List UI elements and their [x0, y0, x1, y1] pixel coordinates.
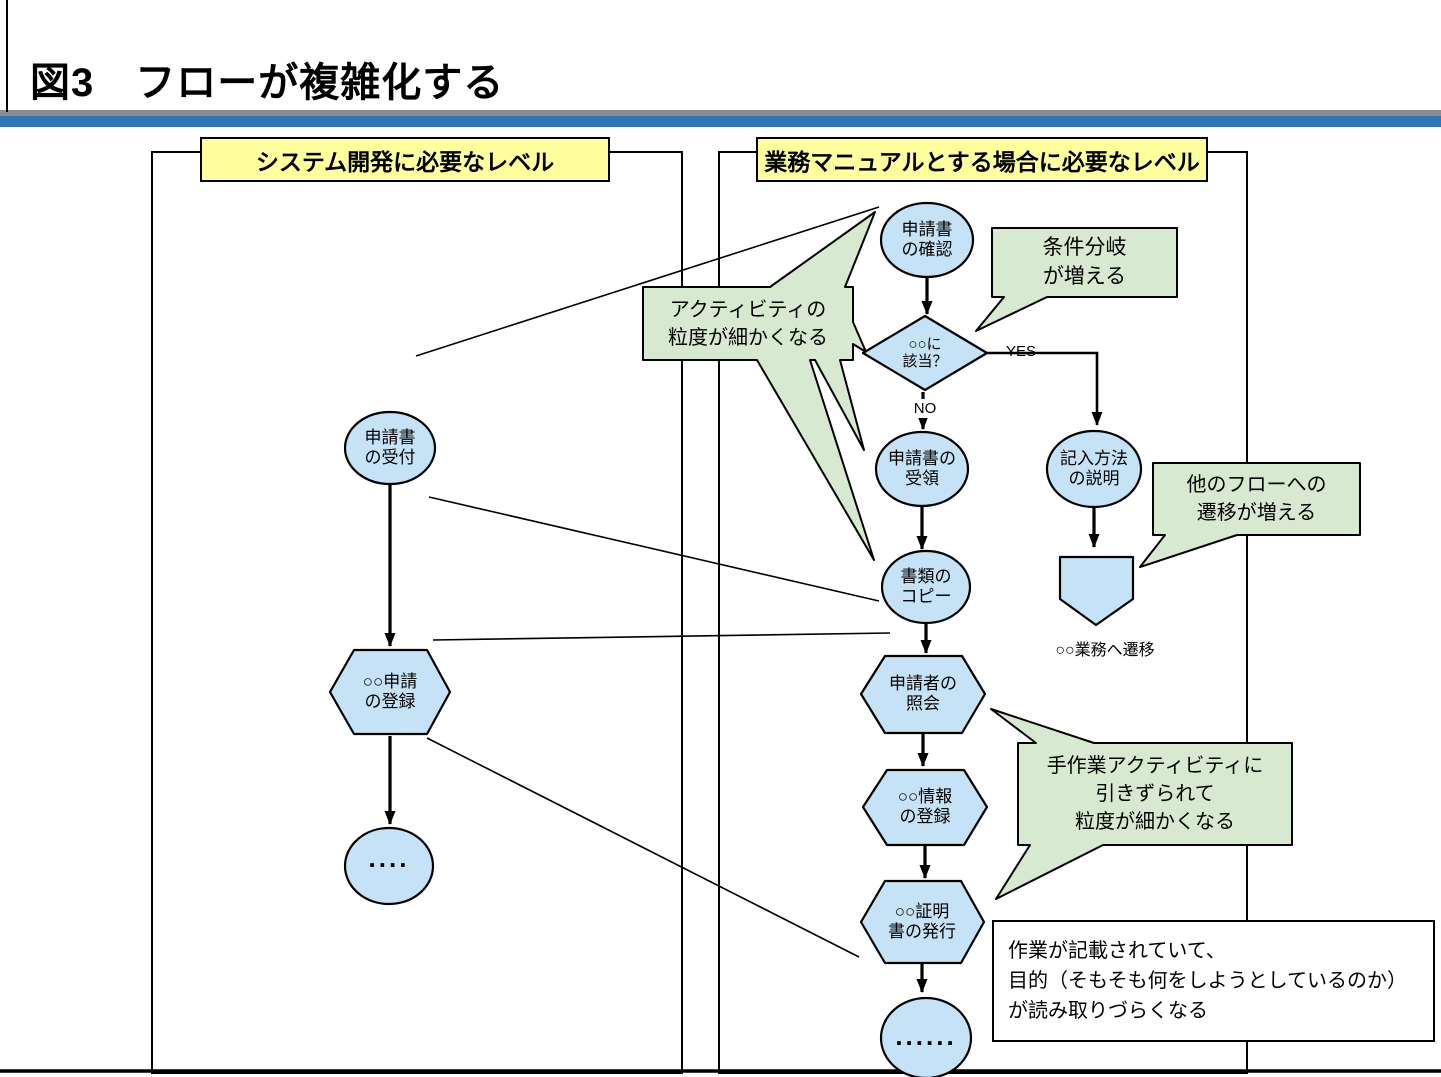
right-panel-header: 業務マニュアルとする場合に必要なレベル: [756, 137, 1208, 182]
node-register-label: ○○申請 の登録: [362, 672, 418, 711]
callout-manual-shape: [990, 708, 1293, 900]
node-dots-right-circle: [879, 996, 973, 1077]
yes-label: YES: [1005, 343, 1036, 361]
callout-branch-label: 条件分岐 が増える: [1042, 236, 1127, 288]
node-dots-left-circle: [343, 826, 435, 906]
callout-transition-shape: [1139, 462, 1361, 568]
mapping-line-4: [426, 737, 860, 958]
left-panel-header: システム開発に必要なレベル: [200, 137, 610, 182]
node-decision-label: ○○に 該当？: [902, 335, 948, 370]
node-certificate-label: ○○証明 書の発行: [888, 902, 956, 941]
node-copy-circle: [880, 549, 972, 625]
callout-manual-label: 手作業アクティビティに 引きずられて 粒度が細かくなる: [1046, 755, 1264, 833]
node-inquiry-hexagon: [859, 654, 987, 735]
node-receipt-label: 申請書 の受付: [364, 428, 416, 467]
left-panel-frame: [151, 151, 683, 1074]
node-explain-circle: [1045, 429, 1143, 509]
title-underline-blue: [0, 116, 1441, 127]
mapping-line-1: [415, 206, 880, 357]
node-dots-left-label: ....: [368, 842, 410, 873]
callout-granularity-shape: [642, 211, 876, 561]
node-register-hexagon: [328, 648, 452, 736]
callout-transition-label: 他のフローへの 遷移が増える: [1186, 474, 1327, 524]
node-inquiry-label: 申請者の 照会: [889, 674, 957, 713]
note-box: 作業が記載されていて、 目的（そもそも何をしようとしているのか） が読み取りづら…: [992, 920, 1435, 1042]
node-receive-circle: [874, 430, 970, 508]
offpage-connector-label: ○○業務へ遷移: [1055, 641, 1155, 659]
node-certificate-hexagon: [859, 879, 986, 965]
node-dots-right-label: ......: [895, 1020, 957, 1051]
node-inforegister-hexagon: [861, 768, 989, 847]
node-receive-label: 申請書の 受領: [888, 449, 956, 488]
node-confirm-label: 申請書 の確認: [901, 220, 953, 259]
node-offpage-pentagon: [1058, 555, 1135, 627]
node-receipt-circle: [343, 410, 437, 486]
callout-granularity-label: アクティビティの 粒度が細かくなる: [668, 298, 828, 349]
node-confirm-circle: [879, 201, 975, 279]
mapping-line-2: [428, 496, 880, 602]
node-decision-diamond: [861, 314, 989, 392]
callout-branch-shape: [975, 227, 1178, 332]
node-explain-label: 記入方法 の説明: [1060, 449, 1128, 488]
no-label: NO: [901, 399, 949, 418]
mapping-line-3: [432, 632, 891, 641]
node-copy-label: 書類の コピー: [900, 567, 952, 606]
node-inforegister-label: ○○情報 の登録: [897, 787, 953, 826]
page-title: 図3 フローが複雑化する: [30, 61, 505, 105]
arrow-yes-branch: [987, 351, 1103, 426]
title-underline-gray: [0, 110, 1441, 116]
